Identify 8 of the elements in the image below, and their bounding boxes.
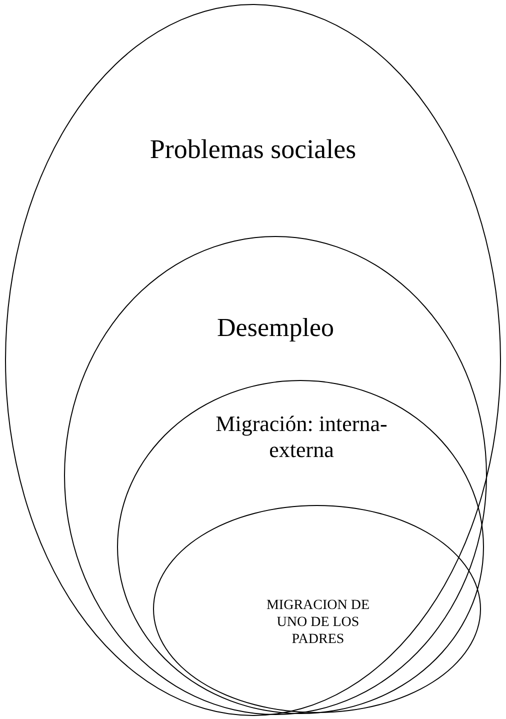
ellipse-label: Desempleo xyxy=(216,312,335,344)
ellipse-label: Problemas sociales xyxy=(148,133,358,166)
ellipse-label: Migración: interna-externa xyxy=(214,411,388,464)
outer-ellipse xyxy=(5,4,501,716)
ellipse xyxy=(64,236,487,715)
ellipse-label: MIGRACION DE UNO DE LOS PADRES xyxy=(265,598,371,648)
inner-ellipse xyxy=(153,505,481,713)
ellipse xyxy=(117,380,484,714)
